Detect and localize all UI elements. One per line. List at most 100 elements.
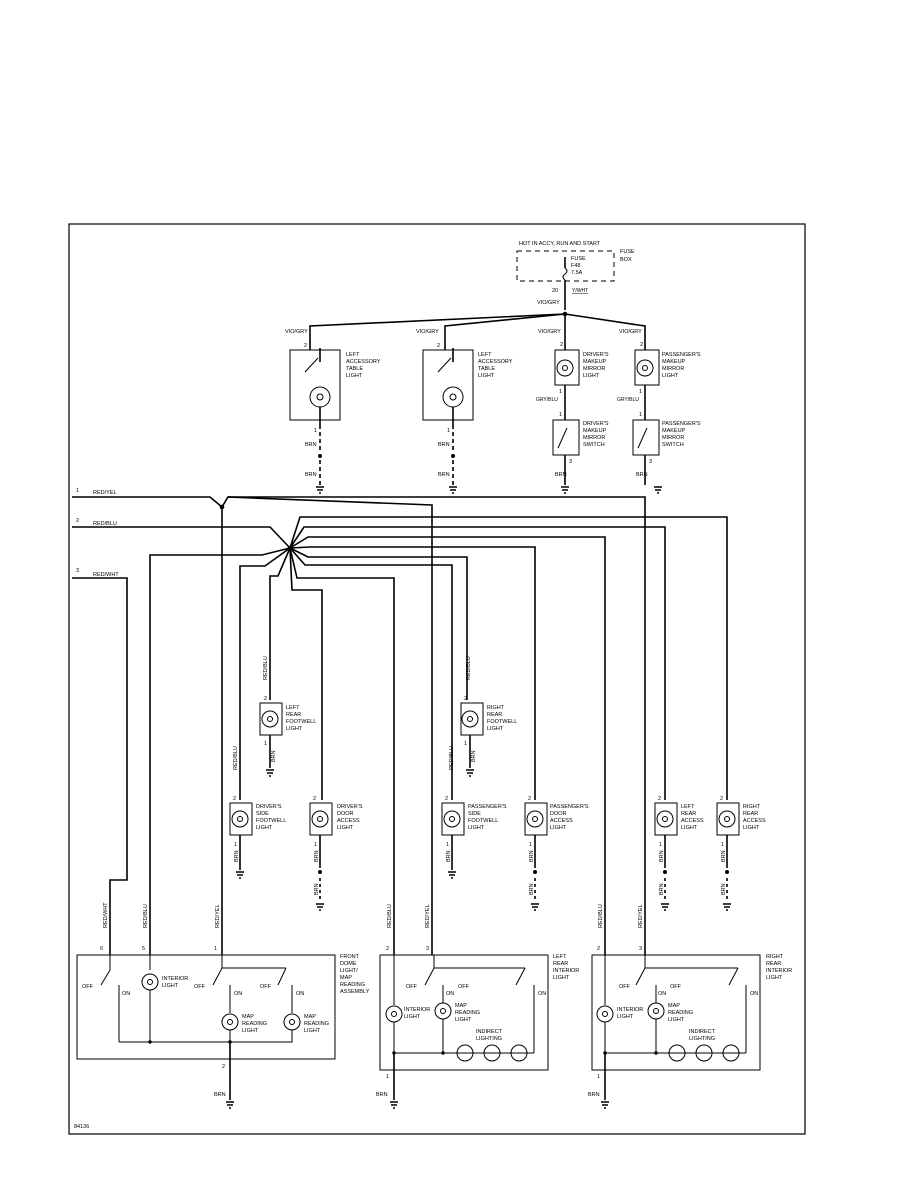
brn-label: BRN — [438, 472, 450, 478]
label-line: READING — [455, 1010, 480, 1016]
off-label: OFF — [670, 984, 682, 990]
label-line: INTERIOR — [404, 1007, 430, 1013]
pin: 2 — [720, 796, 723, 802]
label-line: LIGHT/ — [340, 968, 358, 974]
circuit-2-num: 2 — [76, 518, 79, 524]
drivers-door-access-light: 2 DRIVER'S DOOR ACCESS LIGHT 1 BRN BRN — [309, 796, 363, 911]
label-line: RIGHT — [487, 705, 505, 711]
fuse-label-2: F48 — [571, 263, 580, 269]
label-line: MIRROR — [662, 435, 684, 441]
pin: 1 — [639, 389, 642, 395]
label-line: LIGHT — [404, 1014, 421, 1020]
fuse-box-label-1: FUSE — [620, 249, 635, 255]
left-rear-interior-light: 2 3 LEFT REAR INTERIOR LIGHT INTERIOR LI… — [376, 946, 579, 1109]
pin: 2 — [658, 796, 661, 802]
label-line: LIGHT — [162, 983, 179, 989]
label-line: PASSENGER'S — [662, 421, 701, 427]
pin: 1 — [529, 842, 532, 848]
brn-vert: BRN — [314, 850, 320, 862]
circuit-feeds: 1 RED/YEL 2 RED/BLU 3 RED/WHT — [72, 488, 728, 955]
label-line: DRIVER'S — [337, 804, 363, 810]
passengers-door-access-light: 2 PASSENGER'S DOOR ACCESS LIGHT 1 BRN BR… — [524, 796, 589, 911]
pin: 2 — [222, 1064, 225, 1070]
fuse-box-label-2: BOX — [620, 257, 632, 263]
label-line: RIGHT — [766, 954, 784, 960]
pin: 1 — [446, 842, 449, 848]
label-line: INDIRECT — [689, 1029, 716, 1035]
label-line: MIRROR — [583, 366, 605, 372]
label-line: INTERIOR — [553, 968, 579, 974]
label-line: LIGHT — [766, 975, 783, 981]
circuit-3-label: RED/WHT — [93, 572, 119, 578]
pin: 2 — [233, 796, 236, 802]
pin: 2 — [597, 946, 600, 952]
label-line: LEFT — [346, 352, 360, 358]
label-line: INDIRECT — [476, 1029, 503, 1035]
label-line: ACCESS — [743, 818, 766, 824]
right-rear-interior-light: 2 3 RIGHT REAR INTERIOR LIGHT INTERIOR L… — [588, 946, 792, 1109]
brn-label: BRN — [214, 1092, 226, 1098]
label-line: LIGHT — [487, 726, 504, 732]
label-line: LIGHT — [553, 975, 570, 981]
wire-label-vio-3: VIO/GRY — [538, 329, 561, 335]
fuse-label-1: FUSE — [571, 256, 586, 262]
red-blu-vert: RED/BLU — [143, 904, 149, 928]
pin: 2 — [386, 946, 389, 952]
drivers-side-footwell-light: RED/BLU 2 DRIVER'S SIDE FOOTWELL LIGHT 1… — [229, 746, 286, 879]
pin: 1 — [447, 428, 450, 434]
label-line: MAKEUP — [583, 428, 607, 434]
label-line: REAR — [286, 712, 301, 718]
label-line: LIGHT — [617, 1014, 634, 1020]
pin: 3 — [426, 946, 429, 952]
fuse-label-3: 7.5A — [571, 270, 583, 276]
fuse-pin-tag: Y/WHT — [572, 288, 588, 294]
label-line: MIRROR — [583, 435, 605, 441]
pin: 1 — [464, 741, 467, 747]
label-line: FRONT — [340, 954, 360, 960]
pin: 5 — [142, 946, 145, 952]
circuit-3-num: 3 — [76, 568, 79, 574]
label-line: LIGHT — [455, 1017, 472, 1023]
left-accessory-table-light-2: 2 LEFT ACCESSORY TABLE LIGHT 1 BRN BRN — [422, 343, 513, 494]
on-label: ON — [538, 991, 546, 997]
label-line: DOOR — [337, 811, 354, 817]
label-line: DRIVER'S — [583, 421, 609, 427]
label-line: REAR — [743, 811, 758, 817]
red-blu-vert: RED/BLU — [466, 656, 472, 680]
brn-vert: BRN — [446, 850, 452, 862]
right-rear-footwell-light: RED/BLU 2 RIGHT REAR FOOTWELL LIGHT 1 BR… — [460, 656, 517, 777]
label-line: ACCESS — [550, 818, 573, 824]
pin: 2 — [528, 796, 531, 802]
red-blu-vert: RED/BLU — [598, 904, 604, 928]
brn-label: BRN — [636, 472, 648, 478]
label-line: REAR — [553, 961, 568, 967]
red-yel-vert: RED/YEL — [215, 904, 221, 928]
label-line: MAKEUP — [583, 359, 607, 365]
brn-vert: BRN — [271, 750, 277, 762]
pin: 1 — [264, 741, 267, 747]
gry-blu-label: GRY/BLU — [536, 397, 558, 403]
brn-label: BRN — [305, 442, 317, 448]
label-line: PASSENGER'S — [468, 804, 507, 810]
brn-vert: BRN — [721, 850, 727, 862]
fuse-wire-label: VIO/GRY — [537, 300, 560, 306]
label-line: ASSEMBLY — [340, 989, 370, 995]
label-line: READING — [242, 1021, 267, 1027]
wire-label-vio-4: VIO/GRY — [619, 329, 642, 335]
label-line: DRIVER'S — [583, 352, 609, 358]
circuit-1-label: RED/YEL — [93, 490, 117, 496]
label-line: SWITCH — [662, 442, 684, 448]
label-line: INTERIOR — [617, 1007, 643, 1013]
pin: 2 — [304, 343, 307, 349]
label-line: LIGHT — [478, 373, 495, 379]
label-line: DRIVER'S — [256, 804, 282, 810]
fuse-box: HOT IN ACCY, RUN AND START FUSE BOX FUSE… — [516, 241, 635, 317]
red-yel-vert: RED/YEL — [425, 904, 431, 928]
pin: 1 — [597, 1074, 600, 1080]
brn-vert: BRN — [529, 850, 535, 862]
pin: 1 — [386, 1074, 389, 1080]
pin: 2 — [560, 342, 563, 348]
brn-label: BRN — [438, 442, 450, 448]
label-line: LIGHT — [286, 726, 303, 732]
